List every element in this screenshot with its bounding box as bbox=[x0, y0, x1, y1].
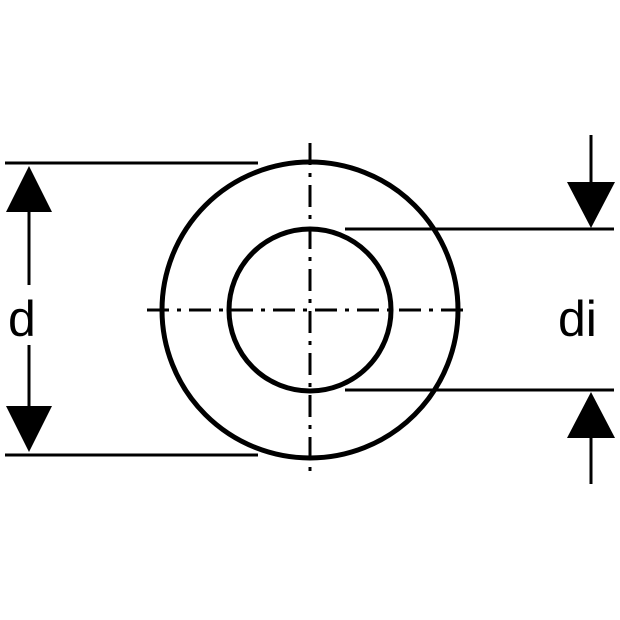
inner-arrow-up-icon bbox=[567, 392, 615, 438]
outer-arrow-down-icon bbox=[6, 406, 52, 452]
inner-diameter-label: di bbox=[558, 291, 597, 347]
inner-arrow-down-icon bbox=[567, 182, 615, 228]
outer-diameter-label: d bbox=[8, 291, 36, 347]
outer-arrow-up-icon bbox=[6, 166, 52, 212]
